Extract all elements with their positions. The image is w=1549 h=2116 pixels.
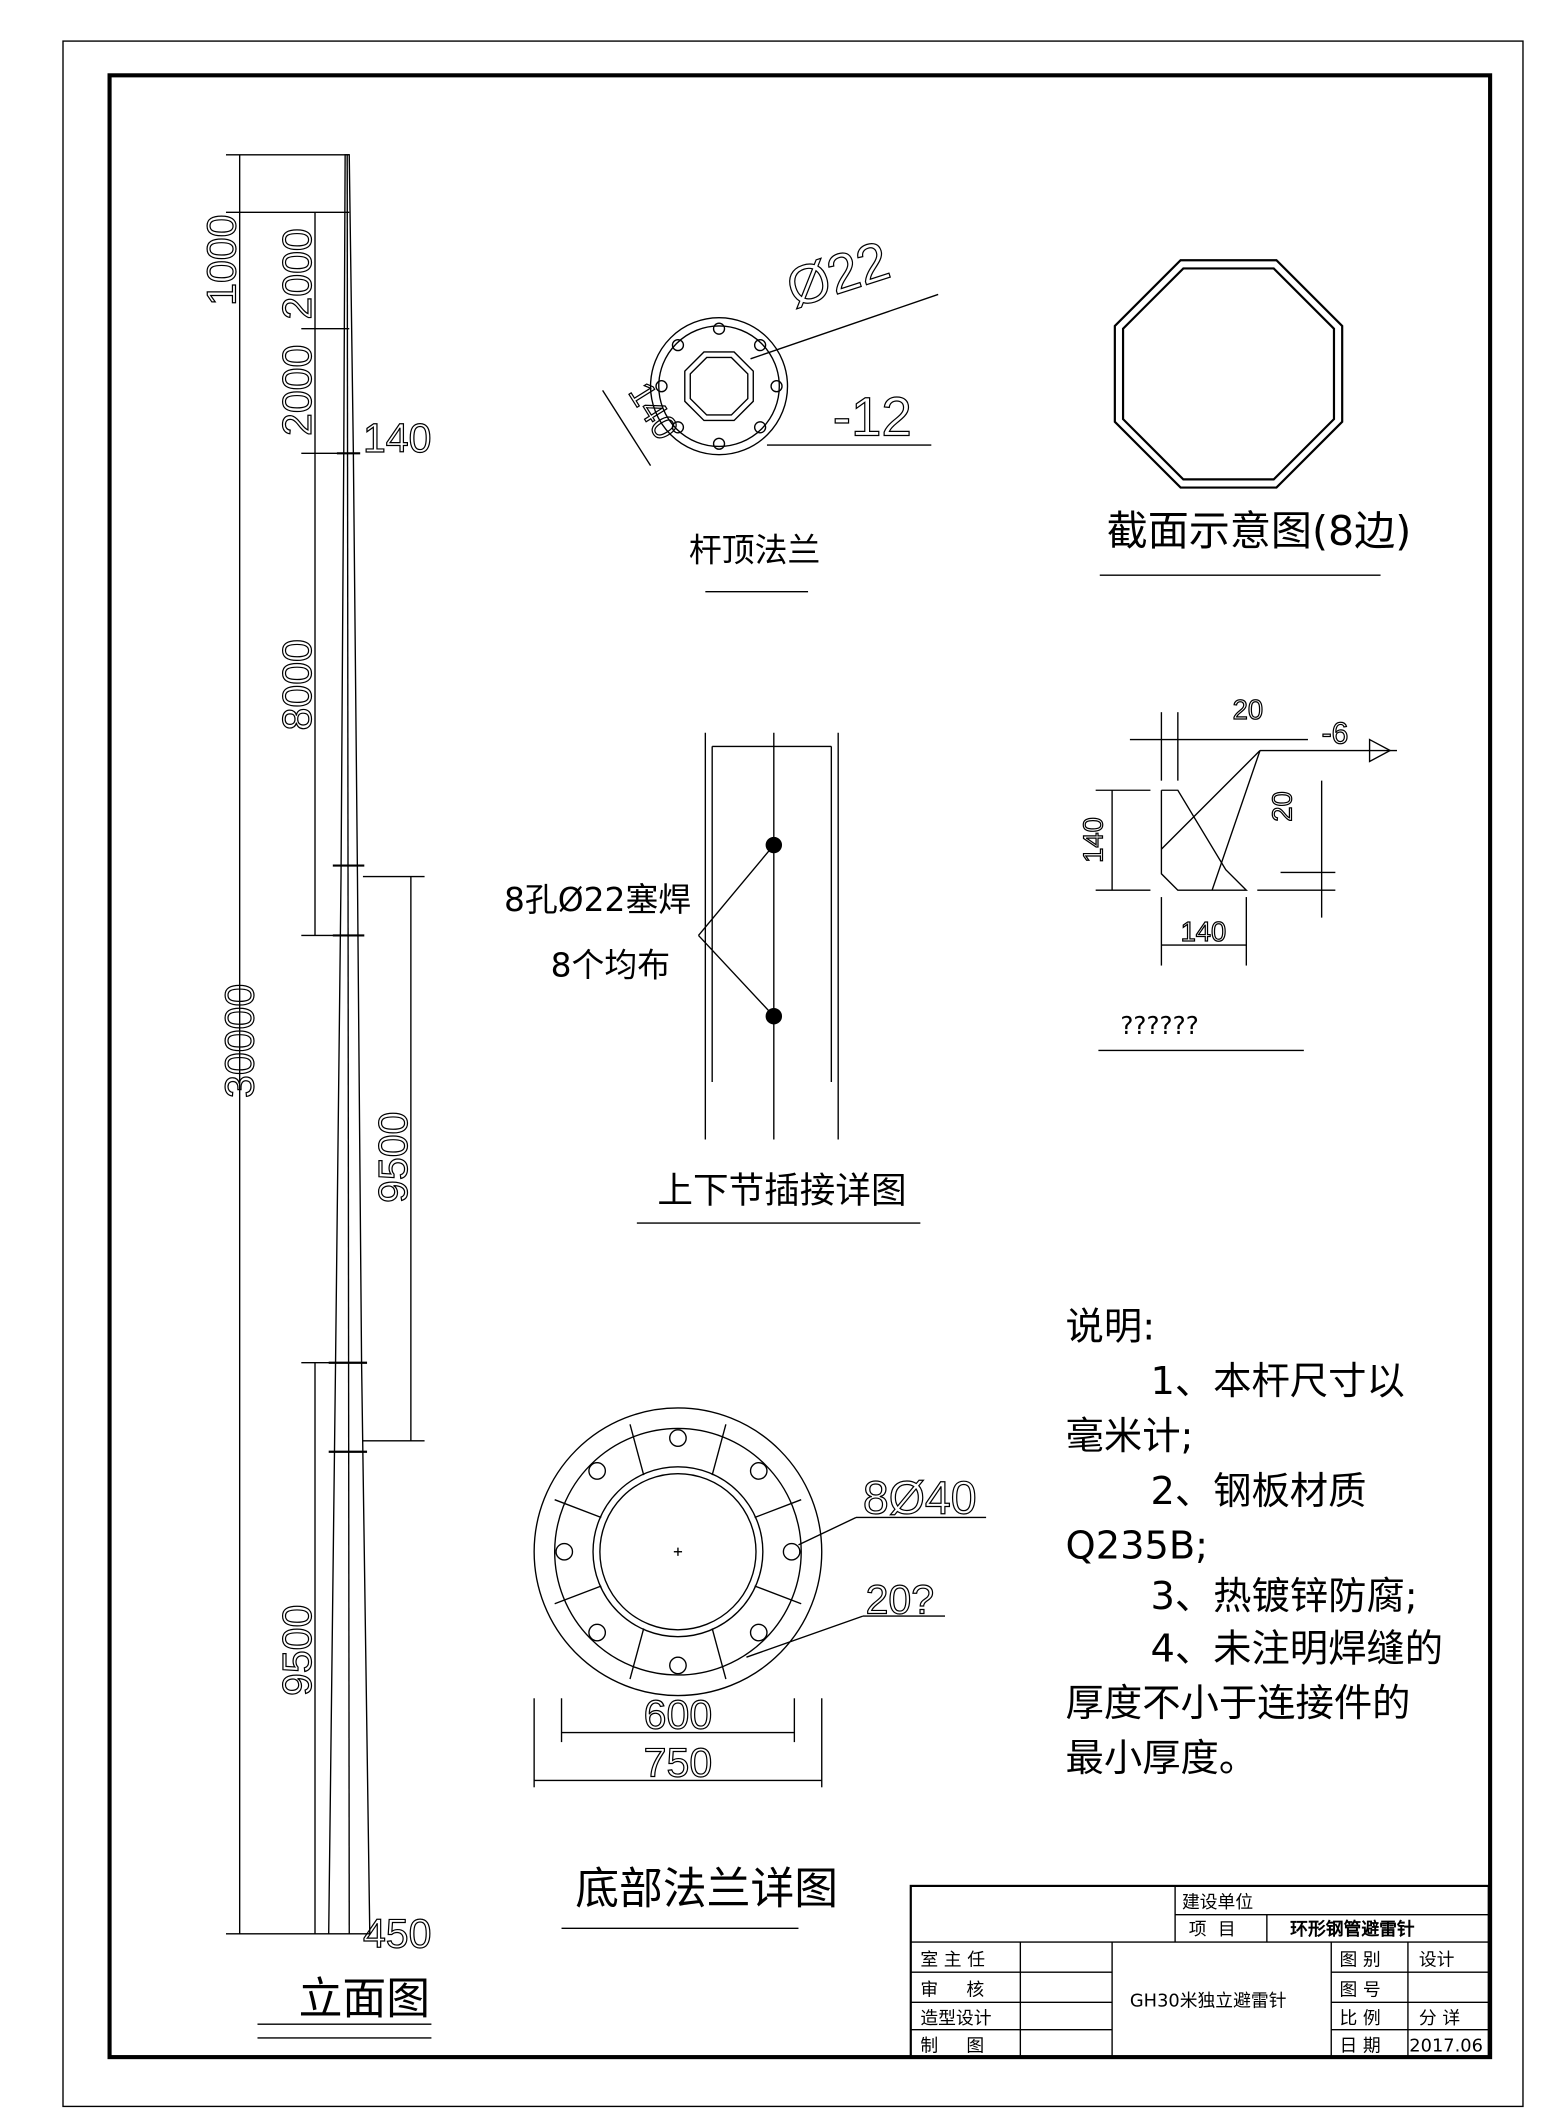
notes: 说明: 1、本杆尺寸以 毫米计; 2、钢板材质 Q235B; 3、热镀锌防腐; … <box>1066 1304 1444 1780</box>
base-flange-outer-dia: 750 <box>644 1739 713 1785</box>
base-flange-thickness: 20? <box>866 1576 935 1622</box>
title-row-label: 制 图 <box>920 2036 984 2057</box>
note-line: 1、本杆尺寸以 <box>1150 1359 1404 1404</box>
base-flange-view: 8Ø40 20? 600 750 底部法兰详图 <box>533 1407 987 1930</box>
note-line: Q235B; <box>1066 1524 1209 1569</box>
section-title: 截面示意图(8边) <box>1107 507 1412 555</box>
right-value: 分 详 <box>1419 2008 1460 2029</box>
note-line: 最小厚度。 <box>1066 1736 1258 1781</box>
right-label: 图 号 <box>1339 1979 1380 2000</box>
rib-dim-20-right: 20 <box>1267 791 1298 821</box>
weld-hole <box>765 836 783 854</box>
rib-dim-140-left: 140 <box>1078 817 1109 863</box>
right-label: 图 别 <box>1339 1949 1380 1970</box>
title-row-label: 造型设计 <box>920 2008 991 2029</box>
base-flange-holes: 8Ø40 <box>863 1471 977 1523</box>
dim-top1: 1000 <box>199 215 245 306</box>
outer-border <box>62 40 1524 2108</box>
note-line: 毫米计; <box>1066 1414 1194 1459</box>
dim-seg1: 8000 <box>274 639 320 730</box>
top-flange-view: Ø22 -12 140 杆顶法兰 <box>602 228 939 593</box>
joint-detail-view: 8孔Ø22塞焊 8个均布 上下节插接详图 <box>504 732 921 1224</box>
dim-total: 30000 <box>216 984 262 1098</box>
note-line: 2、钢板材质 <box>1150 1469 1366 1514</box>
weld-hole <box>765 1008 783 1025</box>
date-value: 2017.06 <box>1409 2036 1483 2057</box>
notes-heading: 说明: <box>1066 1304 1156 1349</box>
right-label: 比 例 <box>1339 2008 1380 2029</box>
rib-weld: -6 <box>1322 718 1349 751</box>
joint-title: 上下节插接详图 <box>657 1170 906 1211</box>
rib-title: ?????? <box>1120 1011 1198 1040</box>
base-flange-title: 底部法兰详图 <box>575 1864 838 1915</box>
project-value: 环形钢管避雷针 <box>1290 1918 1415 1940</box>
rib-dim-140-bottom: 140 <box>1181 916 1227 947</box>
project-label: 项 目 <box>1189 1919 1236 1940</box>
note-line: 4、未注明焊缝的 <box>1150 1626 1443 1671</box>
dim-flange-width: 140 <box>363 415 432 461</box>
top-flange-thickness: -12 <box>833 386 912 448</box>
inner-frame <box>107 73 1493 2060</box>
right-label: 日 期 <box>1339 2036 1380 2057</box>
rib-dim-20-top: 20 <box>1233 694 1263 725</box>
dim-top3: 2000 <box>274 345 320 436</box>
dim-base-width: 450 <box>363 1911 432 1957</box>
joint-note-1: 8孔Ø22塞焊 <box>504 880 691 919</box>
rib-detail-view: 20 20 140 140 -6 ?????? <box>1077 693 1397 1052</box>
title-row-label: 审 核 <box>920 1979 984 2000</box>
dim-seg3: 9500 <box>274 1605 320 1696</box>
title-row-label: 室 主 任 <box>920 1949 985 1970</box>
dim-seg2: 9500 <box>370 1112 416 1203</box>
joint-note-2: 8个均布 <box>551 946 670 985</box>
note-line: 3、热镀锌防腐; <box>1150 1574 1417 1619</box>
top-flange-size: 140 <box>621 375 686 447</box>
drawing-name: GH30米独立避雷针 <box>1130 1990 1287 2011</box>
base-flange-inner-dia: 600 <box>644 1691 713 1737</box>
title-block: 建设单位 项 目 环形钢管避雷针 室 主 任 审 核 造型设计 制 图 GH30… <box>909 1884 1490 2059</box>
top-flange-hole: Ø22 <box>779 229 897 320</box>
pole <box>328 154 371 1935</box>
client-label: 建设单位 <box>1182 1892 1253 1913</box>
section-view: 截面示意图(8边) <box>1099 259 1412 576</box>
note-line: 厚度不小于连接件的 <box>1066 1681 1411 1726</box>
top-flange-title: 杆顶法兰 <box>689 531 820 570</box>
elevation-view: 1000 2000 2000 8000 30000 9500 9500 140 … <box>198 154 432 2039</box>
elevation-title: 立面图 <box>299 1973 430 2024</box>
right-value: 设计 <box>1419 1949 1455 1970</box>
dim-top2: 2000 <box>274 228 320 319</box>
